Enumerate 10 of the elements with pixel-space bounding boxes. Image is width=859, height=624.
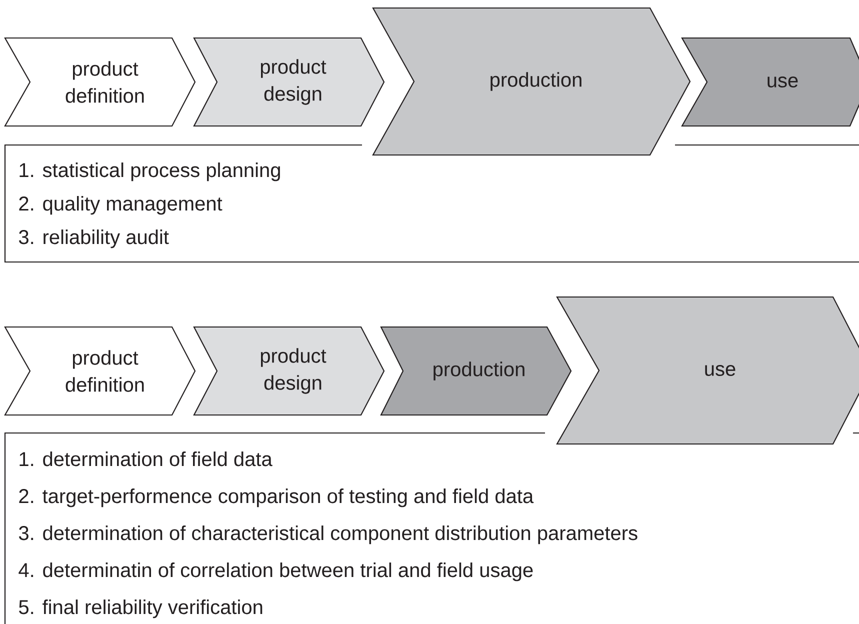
list-item: 1. determination of field data [20, 452, 272, 466]
list-item: 3. determination of characteristical component distribution parameters [18, 526, 638, 544]
list-item: 1. statistical process planning [20, 162, 280, 182]
list-item: 3. reliability audit [18, 230, 169, 248]
list-frame [4, 432, 859, 624]
list-item: 4. determinatin of correlation between trial and field usage [18, 562, 533, 582]
list-item: 5. final reliability verification [19, 600, 262, 618]
list-frame [4, 144, 859, 263]
list-item: 2. quality management [19, 196, 222, 215]
list-item: 2. target-performence comparison of testing and field data [19, 488, 534, 508]
